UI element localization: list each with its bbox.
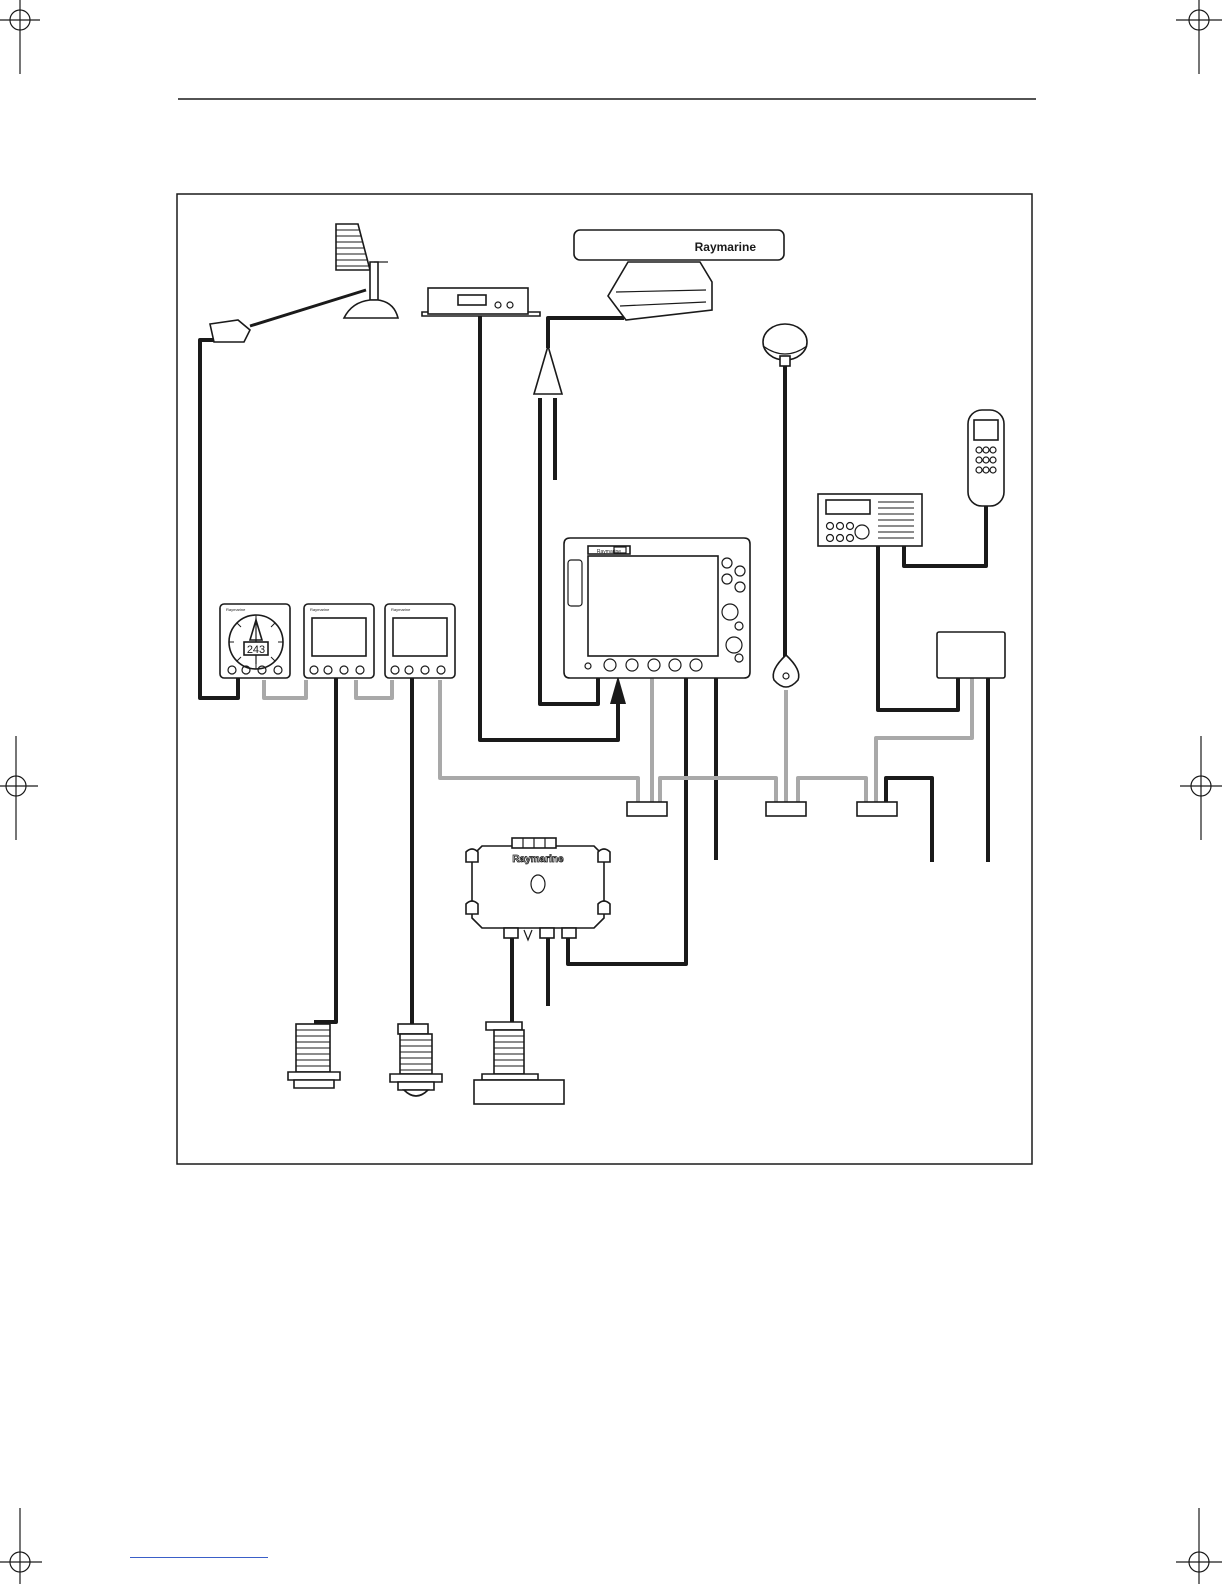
display-brand-label: Raymarine bbox=[597, 549, 621, 555]
depth-transducer bbox=[288, 1024, 340, 1088]
depth-instrument-brand: Raymarine bbox=[310, 607, 330, 612]
registration-mark-top-right bbox=[1176, 0, 1222, 74]
registration-mark-mid-right bbox=[1180, 736, 1222, 840]
radar-scanner: Raymarine bbox=[574, 230, 784, 320]
radar-cable-splitter bbox=[534, 346, 562, 394]
speed-instrument: Raymarine bbox=[385, 604, 455, 678]
wind-vane bbox=[210, 224, 398, 342]
multifunction-display: Raymarine bbox=[564, 538, 750, 678]
depth-instrument: Raymarine bbox=[304, 604, 374, 678]
speed-transducer bbox=[390, 1024, 442, 1096]
registration-mark-mid-left bbox=[0, 736, 38, 840]
registration-mark-bottom-right bbox=[1176, 1508, 1222, 1584]
vhf-radio-cable bbox=[878, 546, 958, 710]
ais-receiver-box bbox=[937, 632, 1005, 678]
diagram-frame bbox=[177, 194, 1032, 1164]
wind-angle-readout: 243 bbox=[247, 644, 265, 656]
seatalk-junction-1 bbox=[627, 802, 667, 816]
seatalk-link-1 bbox=[264, 680, 306, 698]
connector-arrow bbox=[610, 676, 626, 704]
network-hub: Raymarine bbox=[466, 838, 610, 940]
gps-cable-connector bbox=[773, 655, 799, 687]
footer-rule bbox=[130, 1557, 268, 1558]
seatalk-junction-2 bbox=[766, 802, 806, 816]
seatalk-junction-3 bbox=[857, 802, 897, 816]
seatalk-link-2 bbox=[356, 680, 392, 698]
vhf-handset bbox=[968, 410, 1004, 506]
speed-instrument-brand: Raymarine bbox=[391, 607, 411, 612]
wind-instrument: Raymarine 243 bbox=[220, 604, 290, 678]
power-feed-cable bbox=[886, 778, 932, 860]
radar-cable bbox=[548, 318, 622, 346]
seatalk-backbone-3 bbox=[798, 778, 866, 802]
registration-mark-top-left bbox=[0, 0, 40, 74]
vhf-radio bbox=[818, 494, 922, 546]
hub-brand-label: Raymarine bbox=[512, 854, 564, 865]
radar-brand-label: Raymarine bbox=[695, 240, 757, 254]
sonar-transducer bbox=[474, 1022, 564, 1104]
wind-instrument-brand: Raymarine bbox=[226, 607, 246, 612]
gps-interface-box bbox=[422, 288, 540, 316]
gps-antenna bbox=[763, 324, 807, 366]
depth-instrument-cable bbox=[316, 678, 336, 1022]
registration-mark-bottom-left bbox=[0, 1508, 42, 1584]
